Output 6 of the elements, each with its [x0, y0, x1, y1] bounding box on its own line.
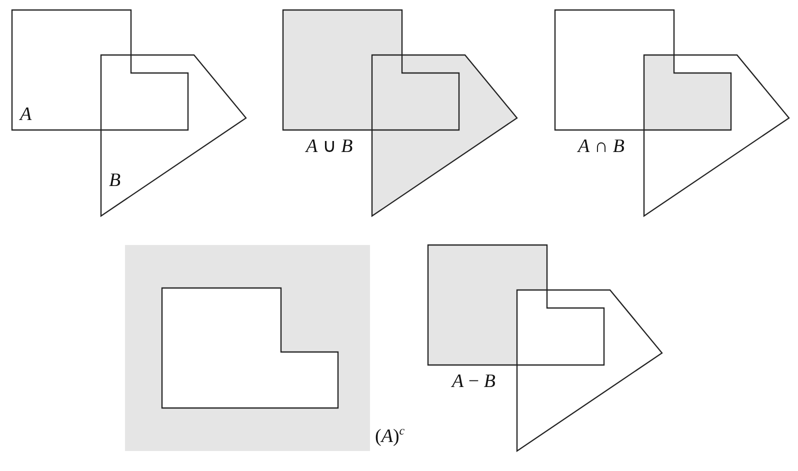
set-label: A: [20, 105, 32, 124]
expression-label: A ∩ B: [578, 137, 624, 156]
expression-label: A − B: [452, 372, 496, 391]
expression-label: (A)$^{c}$: [375, 427, 405, 446]
set-label: B: [109, 171, 121, 190]
expression-label: A ∪ B: [306, 137, 353, 156]
